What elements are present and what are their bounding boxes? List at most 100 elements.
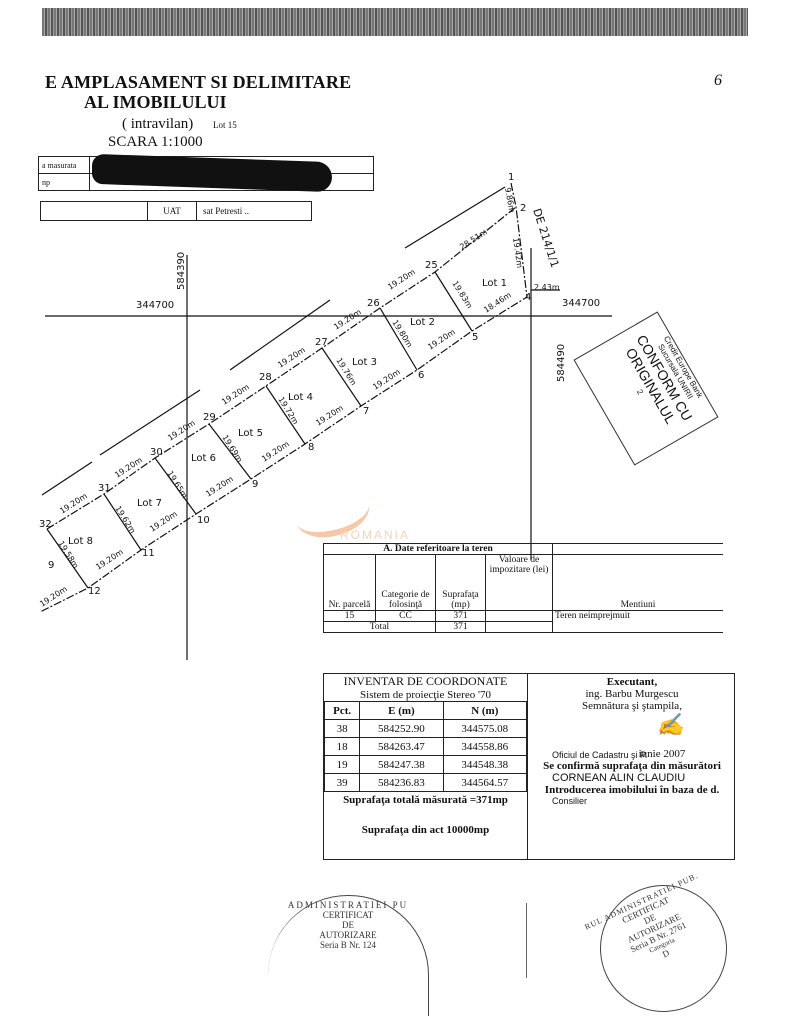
scan-header-strip <box>42 8 748 36</box>
point-label: 9 <box>252 479 258 490</box>
lot-label: Lot 3 <box>352 357 377 368</box>
point-label: 10 <box>197 515 210 526</box>
point-label: 32 <box>39 519 52 530</box>
lot-label: Lot 5 <box>238 428 263 439</box>
distance-label: 19.20m <box>314 403 345 427</box>
point-label: 6 <box>418 370 424 381</box>
distance-label: 18.46m <box>482 290 513 314</box>
cell: 15 <box>323 610 376 622</box>
page-number: 6 <box>714 72 722 89</box>
distance-label: 19.20m <box>426 327 457 351</box>
lot-divider <box>154 457 197 515</box>
lot-label: Lot 4 <box>288 392 313 403</box>
distance-label: 19.20m <box>220 382 251 406</box>
inventar-title: INVENTAR DE COORDONATE <box>343 674 508 688</box>
road-edge <box>229 299 331 371</box>
distance-label: 19.20m <box>386 267 417 291</box>
lot-label: Lot 6 <box>191 453 216 464</box>
mentiuni-cell: Teren neimprejmuit <box>552 610 723 633</box>
official-name: CORNEAN ALIN CLAUDIU <box>552 772 686 784</box>
stamp-text: Seria B Nr. 124 <box>320 940 376 950</box>
scale: SCARA 1:1000 <box>108 134 203 150</box>
executant-name: ing. Barbu Murgescu <box>585 688 679 700</box>
lot-divider <box>265 385 306 445</box>
col-header: Nr. parcelă <box>323 554 376 611</box>
lot-label: Lot 2 <box>410 317 435 328</box>
point-label: 5 <box>472 332 478 343</box>
point-label: 30 <box>150 447 163 458</box>
distance-label: 19.20m <box>204 474 235 498</box>
act-area: Suprafaţa din act 10000mp <box>361 824 490 836</box>
cell: 344575.08 <box>442 719 528 738</box>
point-label: 9 <box>48 560 54 571</box>
point-label: 7 <box>363 406 369 417</box>
cell: 38 <box>323 719 361 738</box>
cell: 344558.86 <box>442 737 528 756</box>
point-label: 2 <box>520 203 526 214</box>
distance-label: 19.20m <box>113 455 144 479</box>
executant-section: Executant, ing. Barbu Murgescu Semnătura… <box>530 674 734 859</box>
cell: 584252.90 <box>359 719 444 738</box>
distance-label: 28.51m <box>458 227 489 251</box>
col-header: Mentiuni <box>552 554 723 611</box>
lot-label: Lot 7 <box>137 498 162 509</box>
lot-label: Lot 1 <box>482 278 507 289</box>
point-label: 12 <box>88 586 101 597</box>
cell: 584236.83 <box>359 773 444 792</box>
col-header: Categorie de folosinţă <box>375 554 436 611</box>
lot-note: Lot 15 <box>213 120 237 130</box>
official-role: Consilier <box>552 796 588 806</box>
total-area: Suprafaţa totală măsurată =371mp <box>343 794 508 806</box>
lot-divider <box>208 423 252 480</box>
stamp-text: ADMINISTRATIEI PU <box>287 900 409 910</box>
lot-divider <box>379 307 418 371</box>
signature-mark: ✍ <box>656 712 684 737</box>
teren-table: A. Date referitoare la teren Nr. parcelă… <box>323 543 723 633</box>
lot-divider <box>103 493 142 551</box>
signature-label: Semnătura şi ştampila, <box>582 700 682 712</box>
distance-label: 19.62m <box>113 504 137 535</box>
watermark-text: ROMANIA <box>340 528 411 542</box>
introducere-text: Introducerea imobilului în baza de d. <box>544 784 720 796</box>
distance-label: 19.20m <box>332 307 363 331</box>
title-line-2: AL IMOBILULUI <box>84 92 227 112</box>
executant-title: Executant, <box>606 676 658 688</box>
parcel-upper-boundary <box>46 206 517 530</box>
road-edge <box>99 389 201 456</box>
col-header: Pct. <box>323 701 361 720</box>
cell <box>485 610 553 622</box>
oficiu-text: Oficiul de Cadastru şi P. <box>552 750 648 760</box>
point-label: 31 <box>98 483 111 494</box>
cell: 344548.38 <box>442 755 528 774</box>
point-label: 27 <box>315 337 328 348</box>
subtitle: ( intravilan) <box>122 116 194 132</box>
uat-value: sat Petresti .. <box>196 201 312 221</box>
distance-label: 19.20m <box>276 345 307 369</box>
cell: CC <box>375 610 436 622</box>
cell: 19 <box>323 755 361 774</box>
distance-label: 19.20m <box>166 418 197 442</box>
inventar-system: Sistem de proiecţie Stereo '70 <box>360 689 491 701</box>
cell: 344564.57 <box>442 773 528 792</box>
cell: 371 <box>435 610 486 622</box>
point-label: 8 <box>308 442 314 453</box>
parcel-lower-boundary <box>39 182 528 613</box>
road-edge <box>41 461 93 496</box>
distance-label: 19.20m <box>260 439 291 463</box>
distance-label: 19.20m <box>371 367 402 391</box>
distance-label: 19.83m <box>450 279 474 310</box>
point-label: 4 <box>525 292 531 303</box>
distance-label: 19.42m <box>511 237 524 269</box>
col-header: E (m) <box>359 701 444 720</box>
col-header: N (m) <box>442 701 528 720</box>
distance-label: 9.86m <box>503 187 516 214</box>
distance-label: 19.65m <box>165 469 189 500</box>
lot-divider <box>434 271 473 332</box>
grid-coord-label: 584490 <box>556 344 567 382</box>
point-label: 26 <box>367 298 380 309</box>
road-label: DE 214/1/1 <box>530 207 561 269</box>
